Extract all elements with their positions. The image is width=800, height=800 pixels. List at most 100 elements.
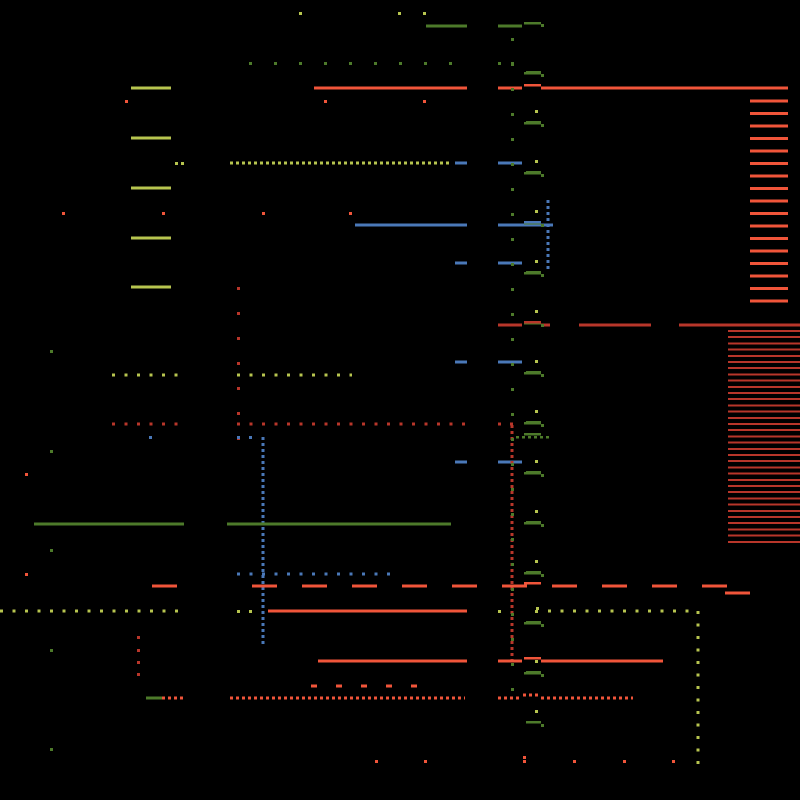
dot-mark-220 [535,310,538,313]
dot-mark-0 [299,12,302,15]
dot-mark-123 [25,473,28,476]
dot-mark-26 [423,100,426,103]
dot-mark-158 [672,760,675,763]
dot-mark-222 [535,410,538,413]
dot-mark-232 [511,113,514,116]
dot-mark-252 [511,613,514,616]
dot-mark-239 [511,288,514,291]
dot-mark-112 [50,748,53,751]
dot-mark-109 [50,450,53,453]
dot-mark-65 [237,362,240,365]
dot-mark-50 [162,212,165,215]
dot-mark-238 [511,263,514,266]
dot-mark-221 [535,360,538,363]
dot-mark-205 [541,474,544,477]
dot-mark-9 [399,62,402,65]
dot-mark-49 [62,212,65,215]
dot-mark-247 [511,488,514,491]
dot-mark-51 [262,212,265,215]
dot-mark-191 [541,124,544,127]
dot-mark-119 [149,436,152,439]
dot-mark-154 [424,760,427,763]
dot-mark-240 [511,313,514,316]
dot-mark-45 [175,162,178,165]
dot-mark-108 [50,350,53,353]
dot-mark-242 [511,363,514,366]
dot-mark-233 [511,138,514,141]
dot-mark-24 [125,100,128,103]
dot-mark-209 [541,574,544,577]
dot-mark-224 [535,510,538,513]
dot-mark-139 [137,636,140,639]
dot-mark-230 [511,63,514,66]
dot-mark-153 [375,760,378,763]
dot-mark-5 [299,62,302,65]
dot-mark-159 [523,756,526,759]
dot-mark-254 [511,663,514,666]
dot-mark-203 [541,424,544,427]
dot-mark-213 [541,674,544,677]
dot-mark-12 [498,62,501,65]
dot-mark-193 [541,174,544,177]
dot-mark-132 [237,610,240,613]
dot-mark-64 [237,337,240,340]
dot-mark-195 [541,224,544,227]
dot-mark-4 [274,62,277,65]
dot-mark-161 [541,24,544,27]
dot-mark-111 [50,649,53,652]
dot-mark-8 [374,62,377,65]
dot-mark-253 [511,638,514,641]
dot-mark-189 [541,74,544,77]
dot-mark-219 [535,260,538,263]
dot-mark-141 [137,661,140,664]
dot-mark-223 [535,460,538,463]
dot-mark-244 [511,413,514,416]
line-marks [0,12,800,765]
dot-mark-52 [349,212,352,215]
dot-mark-156 [573,760,576,763]
dot-mark-133 [249,610,252,613]
dot-mark-236 [511,213,514,216]
dot-mark-227 [535,660,538,663]
dot-mark-201 [541,374,544,377]
dot-mark-251 [511,588,514,591]
dot-mark-66 [237,387,240,390]
dot-mark-249 [511,538,514,541]
dot-mark-25 [324,100,327,103]
dot-mark-142 [137,673,140,676]
dot-mark-229 [511,38,514,41]
dot-mark-217 [535,160,538,163]
dot-mark-245 [511,438,514,441]
dot-mark-3 [249,62,252,65]
dot-mark-237 [511,238,514,241]
dot-mark-155 [523,760,526,763]
dot-mark-10 [424,62,427,65]
dot-mark-1 [398,12,401,15]
dot-mark-157 [623,760,626,763]
dot-mark-11 [449,62,452,65]
dot-mark-62 [237,287,240,290]
dot-mark-46 [181,162,184,165]
dot-mark-215 [541,724,544,727]
dot-mark-120 [237,436,240,439]
dot-mark-197 [541,274,544,277]
dot-mark-234 [511,163,514,166]
dot-mark-250 [511,563,514,566]
dot-mark-6 [324,62,327,65]
dot-mark-243 [511,388,514,391]
dot-mark-2 [423,12,426,15]
dot-mark-7 [349,62,352,65]
dot-mark-135 [498,610,501,613]
dot-mark-121 [249,436,252,439]
dot-mark-124 [25,573,28,576]
dot-mark-231 [511,88,514,91]
dot-mark-199 [541,324,544,327]
dot-mark-218 [535,210,538,213]
dot-mark-110 [50,549,53,552]
dot-mark-241 [511,338,514,341]
dot-mark-63 [237,312,240,315]
dot-mark-246 [511,463,514,466]
dot-mark-216 [535,110,538,113]
dot-mark-226 [535,610,538,613]
